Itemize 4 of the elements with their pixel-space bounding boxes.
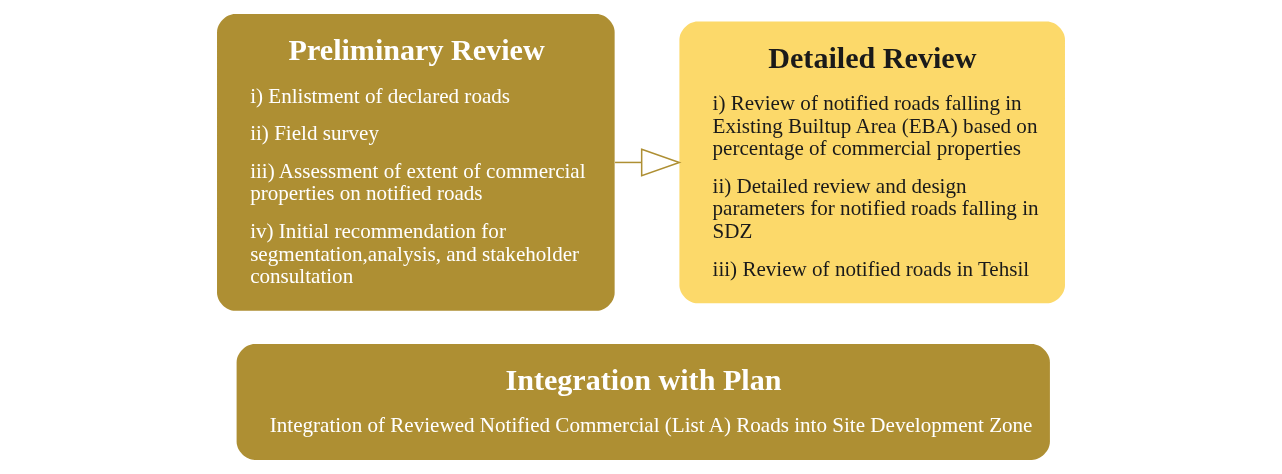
- node-box: Detailed Review i) Review of notified roads falling in Existing Builtup Area (EBA) based on percentage of commercial properties ii) Detailed review and design parameters for notified roads falling in SDZ iii) Review of notified roads in Tehsil: [679, 21, 1065, 304]
- node-box: Integration with Plan Integration of Reviewed Notified Commercial (List A) Roads into Site Development Zone: [236, 343, 1050, 460]
- arrow: [614, 148, 682, 177]
- node-box: Preliminary Review i) Enlistment of declared roads ii) Field survey iii) Assessment of extent of commercial properties on notified roads iv) Initial recommendation for segmentation,analysis, and stakeholder consultation: [217, 14, 615, 311]
